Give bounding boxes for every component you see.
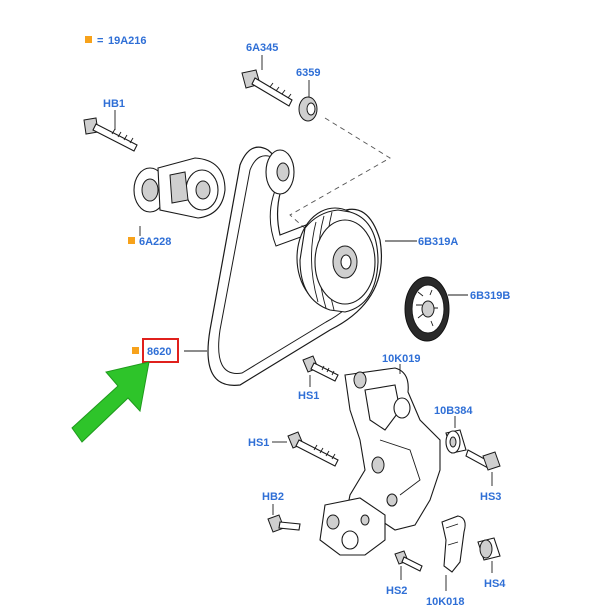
lower-mount-hole-3 [360, 514, 370, 526]
green-arrow-icon [71, 361, 150, 443]
orange-marker-icon [85, 36, 92, 43]
bolt-shank [251, 77, 293, 107]
bracket-rib [364, 384, 401, 431]
washer-hole [306, 102, 316, 116]
tensioner-6a228[interactable] [133, 157, 226, 236]
orange-marker-icon [128, 237, 135, 244]
alignment-dashed-line [289, 117, 391, 256]
label-hb1[interactable]: HB1 [103, 98, 125, 110]
idler-pulley-hub [276, 162, 290, 182]
washer-6359[interactable] [298, 80, 318, 122]
label-hs4[interactable]: HS4 [484, 578, 506, 590]
label-10k018[interactable]: 10K018 [426, 596, 465, 608]
highlight-box [142, 338, 179, 363]
bolt-shank [278, 521, 301, 531]
label-hs3[interactable]: HS3 [480, 491, 501, 503]
label-19a216[interactable]: 19A216 [108, 35, 147, 47]
belt-outer-edge [207, 146, 382, 386]
label-10b384[interactable]: 10B384 [434, 405, 473, 417]
damper-plate-6b319b[interactable] [404, 276, 468, 342]
bolt-thread [111, 128, 134, 144]
legend-note: = 19A216 [85, 35, 147, 47]
bolt-hb2[interactable] [267, 504, 301, 533]
bolt-hs2[interactable] [394, 550, 423, 580]
bracket-hole-1 [353, 371, 367, 389]
damper-plate-teeth [416, 289, 438, 327]
lower-mount-hole-2 [341, 530, 359, 550]
bracket-hole-3 [371, 456, 385, 474]
tensioner-pulley-hub [141, 178, 159, 202]
tensioner-spring-housing [169, 171, 189, 204]
clip-body [441, 515, 466, 573]
label-6b319a[interactable]: 6B319A [418, 236, 458, 248]
crankshaft-pulley-6b319a[interactable] [296, 207, 417, 313]
spacer-hole [449, 436, 457, 448]
pulley-bore [340, 254, 352, 270]
bracket-hole-2 [393, 397, 411, 419]
bolt-hb1[interactable] [83, 110, 138, 152]
clip-10k018[interactable] [441, 515, 466, 591]
lower-mount-hole-1 [326, 514, 340, 530]
bolt-shank [310, 362, 339, 382]
bolt-thread [313, 444, 336, 460]
label-6a345[interactable]: 6A345 [246, 42, 278, 54]
sleeve-hs4[interactable] [477, 537, 501, 573]
lower-mount-bracket[interactable] [319, 497, 386, 556]
label-6b319b[interactable]: 6B319B [470, 290, 510, 302]
bracket-edge-lines [379, 439, 421, 496]
label-6a228[interactable]: 6A228 [139, 236, 171, 248]
label-hs2[interactable]: HS2 [386, 585, 407, 597]
bolt-thread [269, 82, 292, 99]
label-hs1-left[interactable]: HS1 [248, 437, 269, 449]
bolt-6a345[interactable] [241, 55, 293, 107]
label-10k019[interactable]: 10K019 [382, 353, 421, 365]
bolt-hs1-upper[interactable] [302, 355, 339, 387]
idler-pulley[interactable] [265, 149, 295, 195]
bracket-10k019[interactable] [344, 364, 441, 531]
bolt-thread [321, 365, 335, 376]
spacer-10b384[interactable] [445, 416, 467, 454]
legend-separator: = [97, 35, 103, 47]
bracket-hole-4 [386, 493, 398, 507]
label-hb2[interactable]: HB2 [262, 491, 284, 503]
sleeve-end [479, 539, 493, 559]
tensioner-arm-center [195, 180, 211, 200]
bolt-shank [92, 123, 138, 152]
stud-nut [482, 451, 501, 471]
label-6359[interactable]: 6359 [296, 67, 320, 79]
orange-marker-icon [132, 347, 139, 354]
clip-ribs [445, 523, 459, 546]
lower-mount-body [319, 497, 386, 556]
stud-hs3[interactable] [465, 449, 501, 486]
label-hs1-upper[interactable]: HS1 [298, 390, 319, 402]
label-8620[interactable]: 8620 [147, 346, 171, 358]
damper-plate-center [421, 300, 435, 318]
bolt-shank [295, 439, 339, 467]
bolt-shank [401, 556, 423, 572]
bolt-hs1-left[interactable] [272, 431, 339, 467]
